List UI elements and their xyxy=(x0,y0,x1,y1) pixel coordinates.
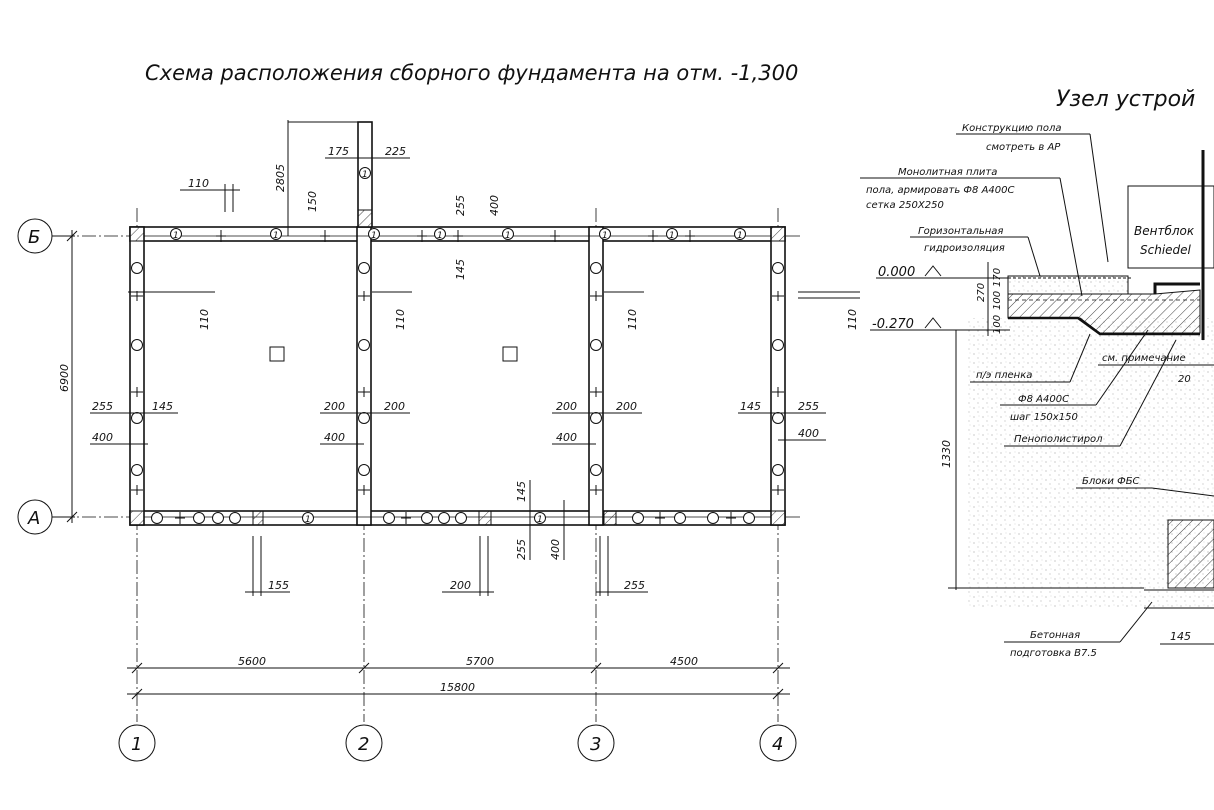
dim-5700: 5700 xyxy=(466,655,494,668)
axis-bubbles: Б А 1 2 3 4 xyxy=(17,218,797,762)
svg-text:1: 1 xyxy=(173,231,179,241)
dim-255-bottom: 255 xyxy=(624,579,645,592)
svg-text:1: 1 xyxy=(737,231,743,241)
block-marks: 1 1 1 1 1 1 1 1 1 1 1 xyxy=(131,167,784,525)
axis-label-a: А xyxy=(27,508,40,529)
label-concrete-1: Бетонная xyxy=(1030,630,1080,641)
level-zero: 0.000 xyxy=(878,265,915,280)
axis-label-4: 4 xyxy=(772,734,783,755)
dim-400-top: 400 xyxy=(488,195,501,216)
dim-225: 225 xyxy=(385,145,406,158)
label-see-note: см. примечание xyxy=(1102,353,1186,364)
svg-text:1: 1 xyxy=(537,515,543,525)
dim-110-right: 110 xyxy=(846,309,859,330)
label-fbs: Блоки ФБС xyxy=(1082,476,1140,487)
dim-145-node: 145 xyxy=(1170,630,1191,643)
svg-text:1: 1 xyxy=(371,231,377,241)
node-section: Вентблок Schiedel 0.000 -0.270 270 100 1… xyxy=(860,123,1214,659)
dim-6900: 6900 xyxy=(58,364,71,392)
vent-label-2: Schiedel xyxy=(1140,243,1192,257)
opening-2 xyxy=(502,346,518,362)
label-slab-3: сетка 250Х250 xyxy=(866,200,944,211)
label-floor-1: Конструкцию пола xyxy=(962,123,1061,134)
dim-2805: 2805 xyxy=(274,164,287,192)
dim-400-left: 400 xyxy=(92,431,113,444)
opening-1 xyxy=(269,346,285,362)
svg-text:1: 1 xyxy=(602,231,608,241)
dim-5600: 5600 xyxy=(238,655,266,668)
foundation-walls xyxy=(129,121,786,526)
dim-175: 175 xyxy=(328,145,349,158)
dim-400-right: 400 xyxy=(798,427,819,440)
label-film: п/э пленка xyxy=(976,370,1032,381)
svg-text:1: 1 xyxy=(437,231,443,241)
label-waterproof-1: Горизонтальная xyxy=(918,226,1003,237)
dim-110-room2: 110 xyxy=(394,309,407,330)
svg-text:1: 1 xyxy=(669,231,675,241)
dim-255-left: 255 xyxy=(92,400,113,413)
svg-text:1: 1 xyxy=(505,231,511,241)
axis-label-b: Б xyxy=(28,227,40,248)
dim-1330: 1330 xyxy=(940,440,953,468)
grid-axes-horizontal xyxy=(60,235,800,518)
label-rebar-1: Ф8 А400С xyxy=(1018,394,1069,405)
label-waterproof-2: гидроизоляция xyxy=(924,243,1005,254)
dim-400-bottom-v: 400 xyxy=(549,539,562,560)
label-foam: Пенополистирол xyxy=(1014,434,1103,445)
label-concrete-2: подготовка В7.5 xyxy=(1010,648,1097,659)
axis-label-2: 2 xyxy=(358,734,369,755)
level-minus: -0.270 xyxy=(872,317,914,332)
dim-200-d: 200 xyxy=(616,400,637,413)
dim-145-left: 145 xyxy=(152,400,173,413)
dim-200-a: 200 xyxy=(324,400,345,413)
dimension-lines: 5600 5700 4500 15800 6900 2805 175 225 1… xyxy=(58,120,860,700)
dim-255-top: 255 xyxy=(454,195,467,216)
dim-400-mid3: 400 xyxy=(556,431,577,444)
vent-label-1: Вентблок xyxy=(1134,224,1195,238)
label-floor-2: смотреть в АР xyxy=(986,142,1061,153)
dim-270: 270 xyxy=(976,283,987,302)
node-title: Узел устрой xyxy=(1056,87,1195,112)
dim-100: 100 xyxy=(992,315,1003,334)
axis-label-3: 3 xyxy=(590,734,601,755)
dim-155: 155 xyxy=(268,579,289,592)
dim-15800: 15800 xyxy=(440,681,475,694)
dim-400-mid2: 400 xyxy=(324,431,345,444)
dim-150: 150 xyxy=(306,191,319,212)
dim-255-right: 255 xyxy=(798,400,819,413)
dim-4500: 4500 xyxy=(670,655,698,668)
dim-110-room1: 110 xyxy=(198,309,211,330)
dim-170: 170 xyxy=(992,268,1003,287)
dim-145-right: 145 xyxy=(740,400,761,413)
dim-200-b: 200 xyxy=(384,400,405,413)
dim-145-bottom: 145 xyxy=(515,481,528,502)
svg-text:1: 1 xyxy=(273,231,279,241)
dim-255-bottom-v: 255 xyxy=(515,539,528,560)
label-slab-2: пола, армировать Ф8 А400С xyxy=(866,185,1015,196)
svg-text:1: 1 xyxy=(362,170,368,180)
dim-20: 20 xyxy=(1178,374,1191,385)
dim-200-bottom: 200 xyxy=(450,579,471,592)
grid-axes-vertical xyxy=(136,208,779,722)
label-slab-1: Монолитная плита xyxy=(898,167,997,178)
svg-text:1: 1 xyxy=(305,515,311,525)
label-rebar-2: шаг 150х150 xyxy=(1010,412,1078,423)
plan-title: Схема расположения сборного фундамента н… xyxy=(145,61,798,85)
dim-110-top: 110 xyxy=(188,177,209,190)
axis-label-1: 1 xyxy=(131,734,142,755)
dim-100-b: 100 xyxy=(992,291,1003,310)
dim-110-room3: 110 xyxy=(626,309,639,330)
dim-200-c: 200 xyxy=(556,400,577,413)
dim-145-top: 145 xyxy=(454,259,467,280)
